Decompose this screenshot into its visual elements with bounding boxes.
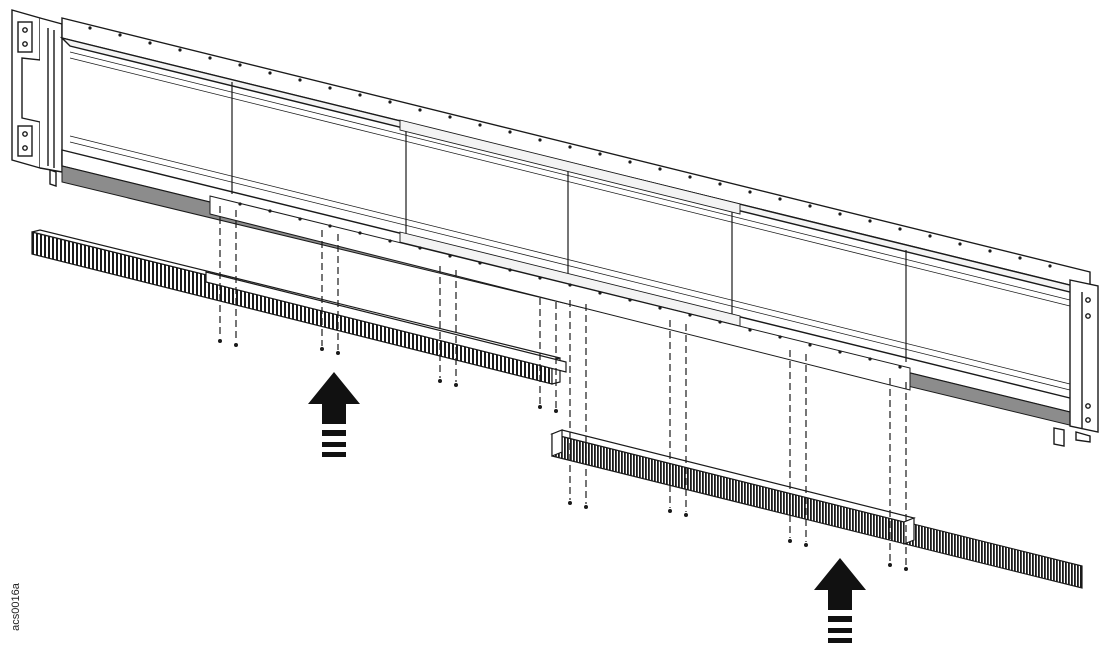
right-mounting-bracket	[1053, 279, 1099, 447]
rail-holes-top	[88, 26, 1052, 268]
left-brush-strip	[31, 229, 567, 385]
screws	[219, 206, 907, 566]
left-mounting-bracket	[11, 9, 63, 173]
top-rail	[59, 17, 1093, 309]
panel-dividers	[231, 82, 907, 362]
screw-tips	[218, 339, 908, 571]
up-arrow-icon	[308, 372, 360, 457]
up-arrow-icon	[814, 558, 866, 643]
figure-code: acs0016a	[10, 583, 22, 631]
rack-frame	[11, 9, 1099, 447]
right-brush-strip	[550, 429, 1083, 589]
rail-holes-bottom	[238, 202, 902, 369]
